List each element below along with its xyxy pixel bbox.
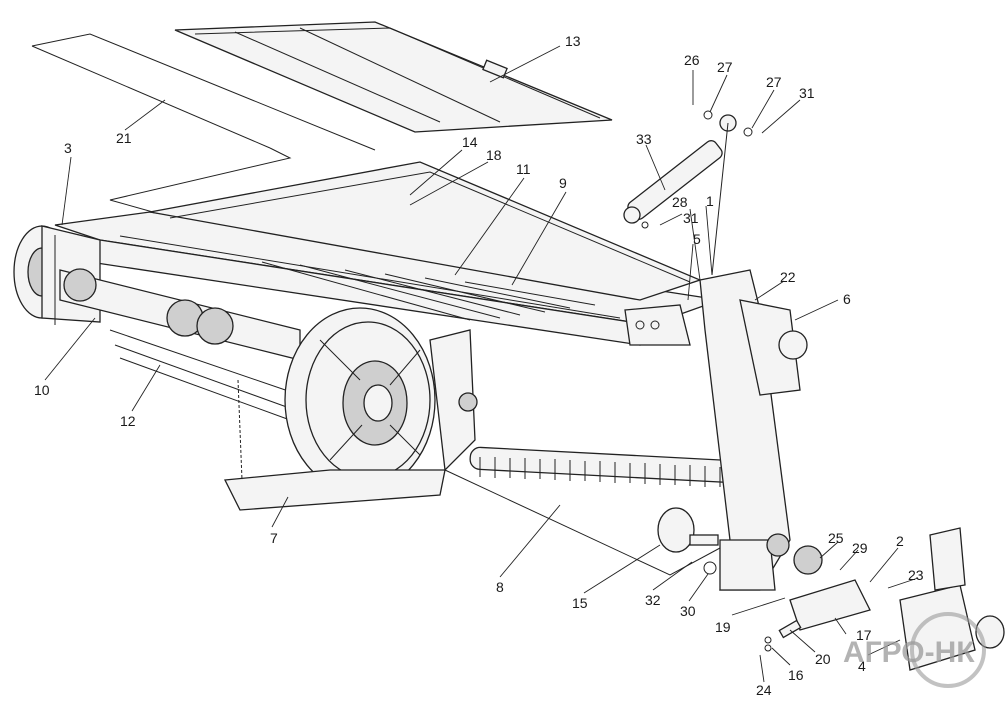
callout-4: 4 bbox=[858, 658, 866, 674]
callout-16: 16 bbox=[788, 667, 804, 683]
callout-10: 10 bbox=[34, 382, 50, 398]
tie-rod bbox=[711, 122, 729, 276]
callout-6: 6 bbox=[843, 291, 851, 307]
callout-labels: 1 2 3 4 5 6 7 8 9 10 11 12 13 14 15 16 1… bbox=[34, 33, 924, 698]
callout-24: 24 bbox=[756, 682, 772, 698]
bottom-sheet bbox=[444, 469, 721, 576]
leader-lines bbox=[44, 45, 919, 683]
fasteners bbox=[641, 110, 802, 652]
roller-shafts bbox=[59, 268, 301, 421]
watermark-logo: АГРО-НК bbox=[843, 612, 986, 688]
side-plate bbox=[429, 329, 478, 472]
callout-27b: 27 bbox=[766, 74, 782, 90]
callout-7: 7 bbox=[270, 530, 278, 546]
callout-25: 25 bbox=[828, 530, 844, 546]
sprocket bbox=[657, 507, 719, 553]
upper-sheet-panel bbox=[31, 33, 376, 215]
callout-31a: 31 bbox=[799, 85, 815, 101]
callout-2: 2 bbox=[896, 533, 904, 549]
top-cover-panel bbox=[174, 21, 613, 133]
right-frame bbox=[699, 269, 823, 591]
callout-9: 9 bbox=[559, 175, 567, 191]
callout-14: 14 bbox=[462, 134, 478, 150]
callout-8: 8 bbox=[496, 579, 504, 595]
callout-11: 11 bbox=[516, 161, 531, 177]
callout-27a: 27 bbox=[717, 59, 733, 75]
callout-1: 1 bbox=[706, 193, 714, 209]
callout-32: 32 bbox=[645, 592, 661, 608]
callout-13: 13 bbox=[565, 33, 581, 49]
callout-15: 15 bbox=[572, 595, 588, 611]
callout-29: 29 bbox=[852, 540, 868, 556]
callout-12: 12 bbox=[120, 413, 136, 429]
callout-28: 28 bbox=[672, 194, 688, 210]
belt-slats bbox=[261, 261, 596, 321]
support-plate bbox=[789, 579, 871, 631]
watermark-text: АГРО-НК bbox=[843, 636, 975, 669]
callout-33: 33 bbox=[636, 131, 652, 147]
callout-23: 23 bbox=[908, 567, 924, 583]
callout-26: 26 bbox=[684, 52, 700, 68]
mounting-bracket bbox=[624, 304, 691, 346]
callout-19: 19 bbox=[715, 619, 731, 635]
callout-30: 30 bbox=[680, 603, 696, 619]
callout-31b: 31 bbox=[683, 210, 699, 226]
hub-housing bbox=[899, 527, 1005, 671]
main-frame bbox=[54, 161, 721, 346]
drive-pulley bbox=[284, 307, 436, 493]
callout-3: 3 bbox=[64, 140, 72, 156]
callout-20: 20 bbox=[815, 651, 831, 667]
lower-beam bbox=[223, 379, 446, 511]
callout-5: 5 bbox=[693, 231, 701, 247]
callout-21: 21 bbox=[116, 130, 132, 146]
callout-22: 22 bbox=[780, 269, 796, 285]
callout-17: 17 bbox=[856, 627, 872, 643]
callout-18: 18 bbox=[486, 147, 502, 163]
right-gearbox bbox=[739, 299, 808, 396]
